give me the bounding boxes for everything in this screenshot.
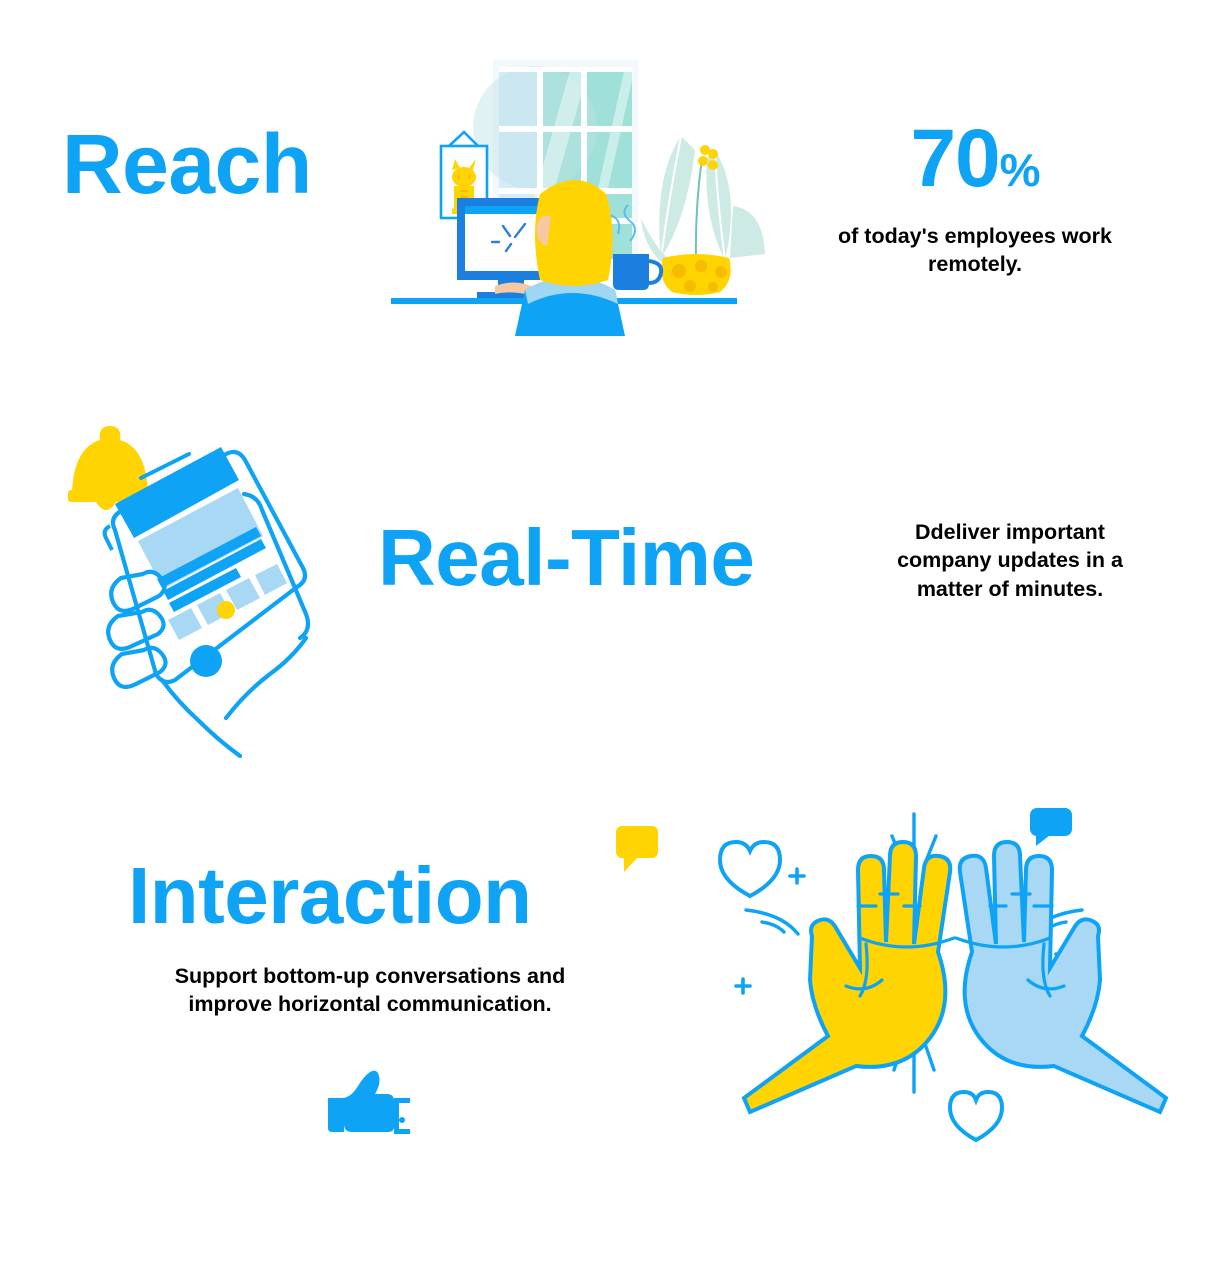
illustration-high-five-hands bbox=[700, 798, 1169, 1160]
speech-bubble-icon bbox=[612, 824, 664, 874]
heart-icon-left bbox=[717, 839, 783, 899]
hand-outline bbox=[106, 491, 311, 759]
section-title-interaction: Interaction bbox=[128, 851, 532, 940]
stat-caption: of today's employees work remotely. bbox=[838, 224, 1112, 277]
stat-percent-sign: % bbox=[999, 144, 1041, 196]
section-title-real-time: Real-Time bbox=[378, 513, 755, 602]
notification-dot bbox=[217, 601, 235, 619]
thumbs-up-icon bbox=[322, 1068, 417, 1140]
interaction-caption: Support bottom-up conversations and impr… bbox=[174, 964, 566, 1017]
stat-number-value: 70 bbox=[910, 113, 1000, 204]
illustration-remote-worker-at-desk bbox=[385, 58, 765, 336]
heart-icon-bottom bbox=[947, 1089, 1005, 1143]
speech-bubble-icon-blue bbox=[1030, 808, 1072, 846]
potted-plant-icon bbox=[641, 135, 765, 295]
stat-number: 70% bbox=[805, 118, 1145, 200]
person-figure bbox=[495, 180, 625, 336]
phone-icon bbox=[102, 447, 308, 685]
illustration-hand-holding-phone bbox=[58, 398, 408, 770]
stat-block: 70% of today's employees work remotely. bbox=[805, 118, 1145, 279]
section-title-reach: Reach bbox=[62, 117, 312, 211]
real-time-caption: Ddeliver important company updates in a … bbox=[897, 520, 1123, 601]
hand-yellow bbox=[741, 839, 956, 1115]
hand-blue bbox=[954, 839, 1169, 1115]
